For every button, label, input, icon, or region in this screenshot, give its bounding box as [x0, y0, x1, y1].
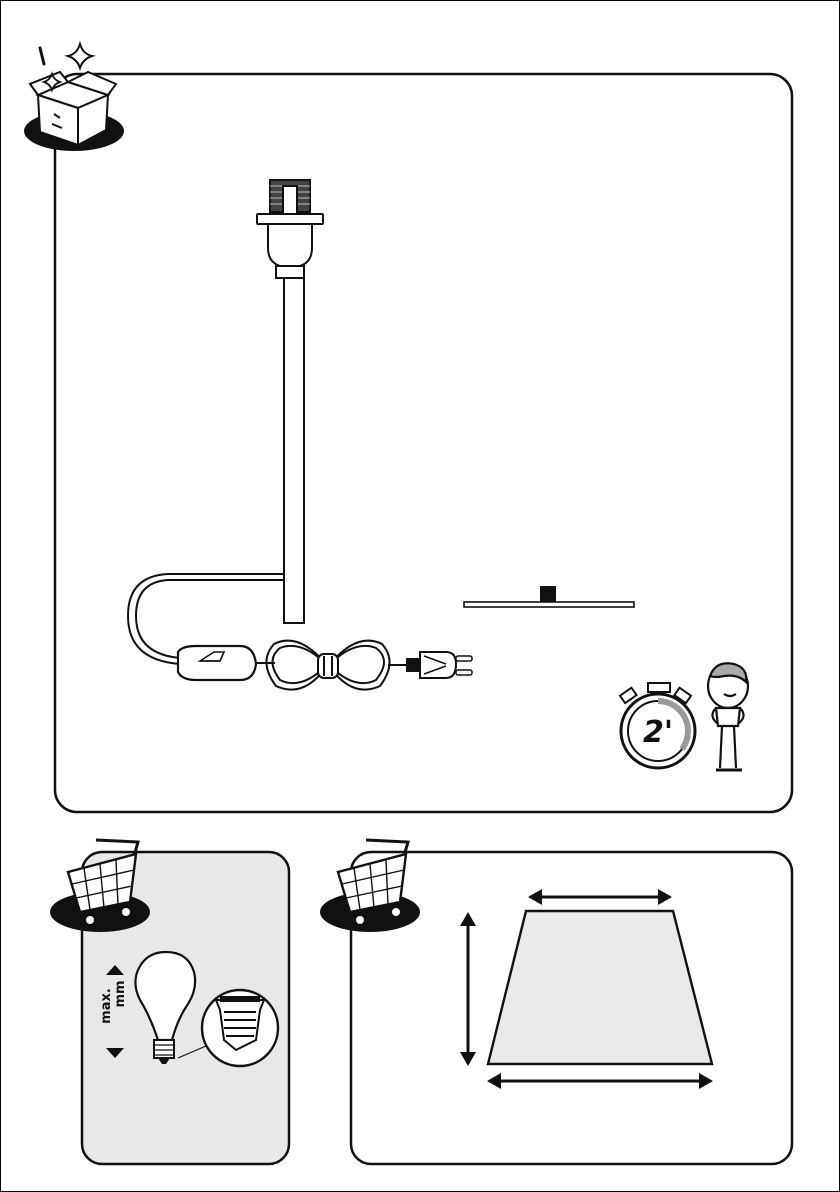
inline-switch — [178, 646, 256, 680]
max-label: max. — [99, 988, 114, 1024]
unit-label: mm — [113, 980, 128, 1007]
assembly-time-label: 2' — [643, 715, 673, 750]
stopwatch-icon: 2' — [620, 683, 695, 768]
lampshade-diagram — [488, 911, 712, 1064]
socket-thread-detail — [202, 990, 278, 1066]
lamp-rod — [284, 278, 304, 623]
